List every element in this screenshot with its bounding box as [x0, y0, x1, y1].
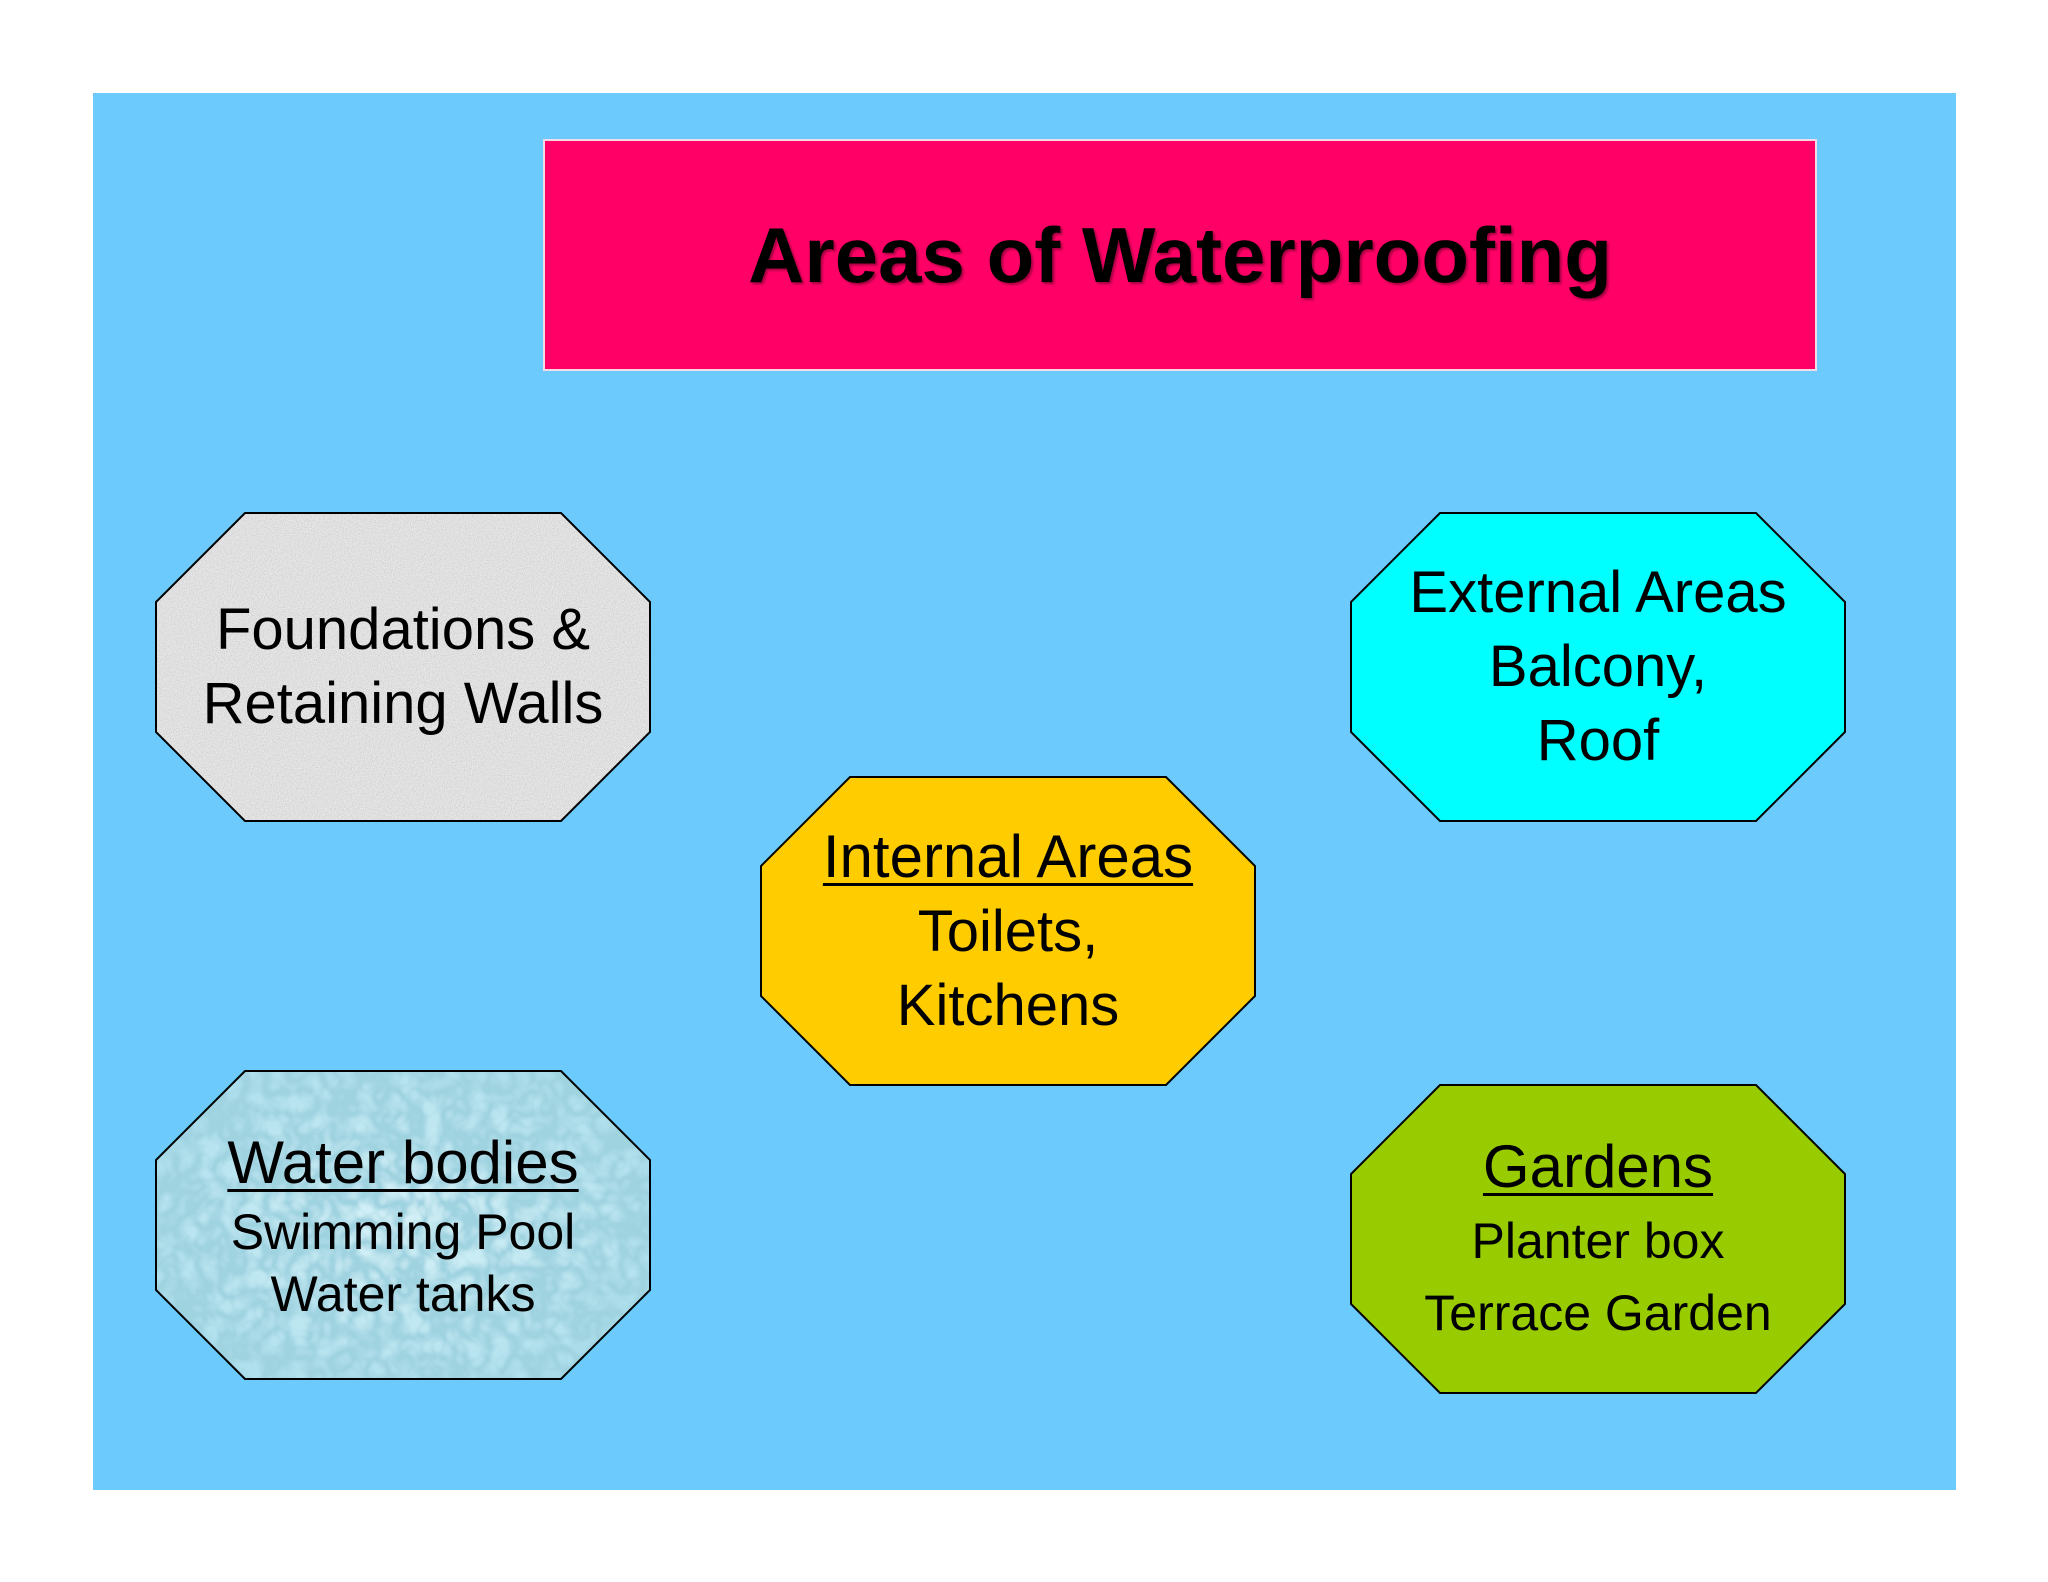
- octagon-shape: [1350, 1084, 1846, 1394]
- external-line-2: Balcony,: [1488, 634, 1708, 699]
- gardens-line-1: Planter box: [1471, 1213, 1725, 1269]
- node-water-bodies: Water bodies Swimming Pool Water tanks: [155, 1070, 651, 1380]
- title-banner: Areas of Waterproofing: [543, 139, 1817, 371]
- internal-line-1: Toilets,: [917, 899, 1099, 964]
- gardens-heading: Gardens: [1482, 1133, 1714, 1200]
- external-line-1: External Areas: [1409, 560, 1787, 625]
- foundations-line-1: Foundations &: [215, 597, 591, 662]
- foundations-line-2: Retaining Walls: [202, 671, 604, 736]
- internal-heading: Internal Areas: [822, 823, 1194, 890]
- node-internal-areas: Internal Areas Toilets, Kitchens: [760, 776, 1256, 1086]
- octagon-shape: [760, 776, 1256, 1086]
- octagon-shape: [1350, 512, 1846, 822]
- node-external-areas: External Areas Balcony, Roof: [1350, 512, 1846, 822]
- water-heading: Water bodies: [227, 1129, 579, 1196]
- gardens-line-2: Terrace Garden: [1424, 1285, 1772, 1341]
- water-line-1: Swimming Pool: [230, 1204, 576, 1260]
- internal-line-2: Kitchens: [896, 973, 1120, 1038]
- slide-canvas: Areas of Waterproofing Foundations & Ret…: [93, 93, 1956, 1490]
- octagon-shape: [155, 1070, 651, 1380]
- water-line-2: Water tanks: [270, 1266, 536, 1322]
- octagon-shape: [155, 512, 651, 822]
- diagram-title: Areas of Waterproofing: [748, 210, 1612, 299]
- node-gardens: Gardens Planter box Terrace Garden: [1350, 1084, 1846, 1394]
- node-foundations: Foundations & Retaining Walls: [155, 512, 651, 822]
- external-line-3: Roof: [1536, 708, 1660, 773]
